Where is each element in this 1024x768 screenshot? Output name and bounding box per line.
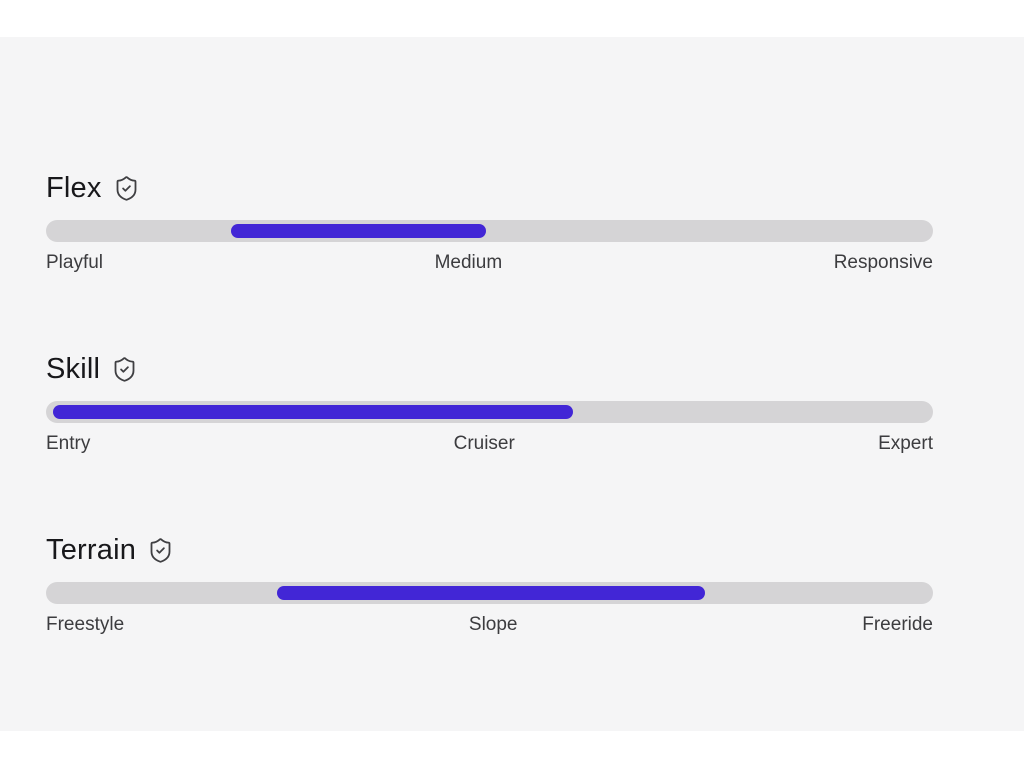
top-whitespace [0,0,1024,37]
flex-scale-label-mid: Medium [434,252,503,273]
skill-scale-label-max: Expert [878,433,933,454]
spec-header-skill: Skill [46,352,933,386]
terrain-scale-label-min: Freestyle [46,614,125,635]
skill-scale: Entry Cruiser Expert [46,431,933,457]
spec-row-flex: Flex Playful Medium Responsive [46,171,933,276]
spec-row-terrain: Terrain Freestyle Slope Freeride [46,533,933,638]
skill-range-fill [53,405,573,419]
flex-scale-label-min: Playful [46,252,104,273]
terrain-scale: Freestyle Slope Freeride [46,612,933,638]
flex-scale-label-max: Responsive [833,252,933,273]
skill-scale-label-mid: Cruiser [453,433,515,454]
flex-range-fill [231,224,486,238]
spec-header-terrain: Terrain [46,533,933,567]
shield-check-icon [111,355,138,384]
spec-container: Flex Playful Medium Responsive Skill [46,37,933,638]
terrain-scale-label-max: Freeride [862,614,933,635]
bottom-whitespace [0,731,1024,768]
flex-scale: Playful Medium Responsive [46,250,933,276]
terrain-range-fill [276,586,706,600]
shield-check-icon [147,536,174,565]
terrain-track [46,582,933,604]
spec-title-terrain: Terrain [46,534,137,566]
spec-title-flex: Flex [46,172,102,204]
terrain-scale-label-mid: Slope [468,614,518,635]
spec-header-flex: Flex [46,171,933,205]
spec-title-skill: Skill [46,353,101,385]
skill-scale-label-min: Entry [46,433,91,454]
spec-row-skill: Skill Entry Cruiser Expert [46,352,933,457]
flex-track [46,220,933,242]
spec-panel: Flex Playful Medium Responsive Skill [0,37,1024,731]
skill-track [46,401,933,423]
shield-check-icon [113,174,140,203]
